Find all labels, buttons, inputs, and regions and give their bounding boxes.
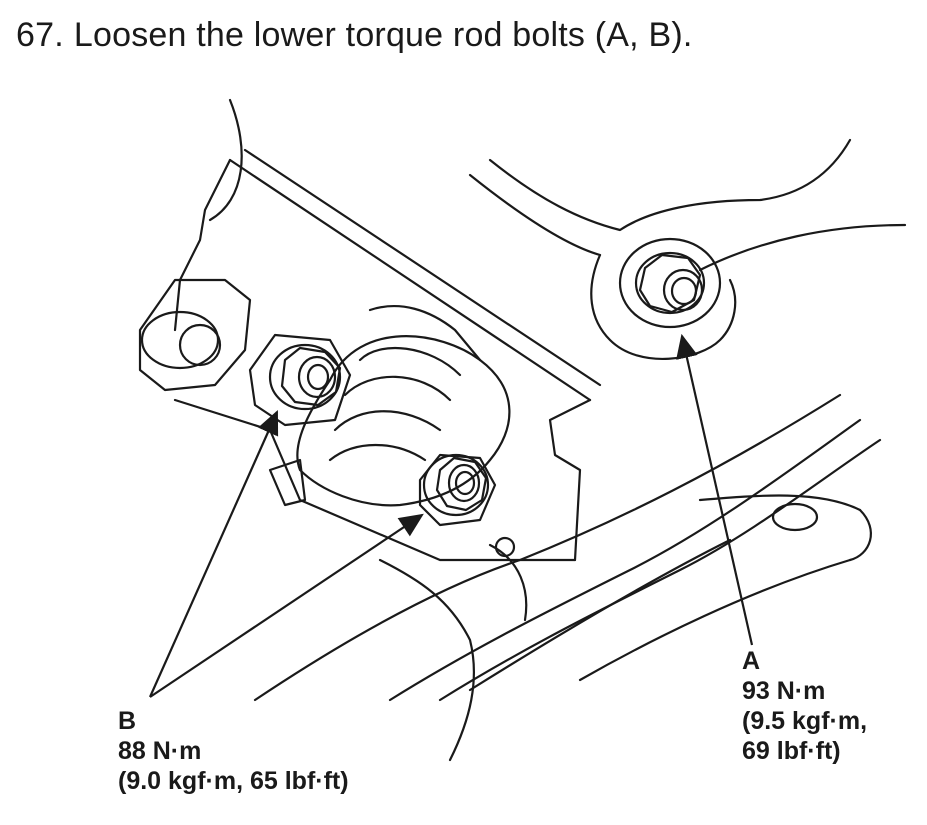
subframe-inner-edge <box>468 173 602 257</box>
callout-b-letter: B <box>118 707 137 735</box>
bracket-left-hole <box>140 310 220 370</box>
lower-arm-end <box>848 508 872 562</box>
callout-b-torque-nm: 88 N·m <box>118 737 202 765</box>
callout-a-torque-lbf: 69 lbf·ft) <box>742 737 841 765</box>
callout-a: A 93 N·m (9.5 kgf·m, 69 lbf·ft) <box>742 646 867 766</box>
torque-rod-rib-3 <box>333 410 442 432</box>
step-text: Loosen the lower torque rod bolts (A, B)… <box>73 16 693 54</box>
bolt-b-lower-head <box>447 463 481 503</box>
leader-b-upper <box>148 409 279 698</box>
callout-a-letter: A <box>742 647 761 675</box>
subframe-upper-edge <box>488 138 852 232</box>
bracket-top-rail <box>228 158 592 402</box>
torque-rod-rib-4 <box>328 444 427 462</box>
body-curve-upper-left <box>208 98 243 222</box>
lower-frame-line-1 <box>253 393 842 702</box>
frame-hole-small <box>494 536 516 558</box>
lower-arm-hole <box>771 502 819 532</box>
callout-a-torque-kgf: (9.5 kgf·m, <box>742 707 868 735</box>
bolt-a-head <box>662 268 704 312</box>
bolt-b-upper-hex <box>280 346 342 407</box>
bolt-a-outer <box>634 251 706 315</box>
bolt-a-center <box>670 276 698 306</box>
lower-frame-line-6 <box>488 543 528 622</box>
bracket-tab <box>268 458 307 507</box>
bolt-b-lower-center <box>454 470 476 496</box>
lower-arm-top-edge <box>698 494 862 512</box>
bolt-b-upper-washer <box>268 343 342 411</box>
leader-b-lower <box>149 513 424 698</box>
lower-arm-bottom-edge <box>578 558 852 682</box>
bracket-top-rail-inner <box>243 148 602 387</box>
bracket-right-wall <box>548 398 592 562</box>
bracket-left-wall <box>173 158 232 332</box>
bolt-b-lower-hex <box>435 456 488 512</box>
torque-rod-rib-1 <box>358 346 462 377</box>
leader-a <box>676 333 754 646</box>
subframe-right-edge <box>698 223 907 272</box>
lower-frame-line-3 <box>438 438 882 702</box>
callout-b: B 88 N·m (9.0 kgf·m, 65 lbf·ft) <box>118 706 349 796</box>
callout-a-torque-nm: 93 N·m <box>742 677 826 705</box>
torque-rod-body <box>296 335 511 507</box>
bolt-b-upper-center <box>306 363 330 391</box>
lower-frame-line-4 <box>468 538 732 692</box>
bracket-left-box <box>138 278 252 392</box>
step-heading: 67.Loosen the lower torque rod bolts (A,… <box>16 16 693 55</box>
bolt-b-upper-base <box>248 333 352 427</box>
subframe-mount-plate <box>590 253 737 360</box>
lower-frame-line-5 <box>378 558 476 762</box>
bolt-b-upper-head <box>297 355 337 399</box>
bracket-lower-edge <box>173 398 577 562</box>
callout-b-torque-alt: (9.0 kgf·m, 65 lbf·ft) <box>118 767 349 795</box>
step-number: 67. <box>16 16 64 54</box>
bolt-a-flange <box>618 237 722 329</box>
torque-rod-neck <box>368 305 482 362</box>
bolt-b-lower-washer <box>422 453 490 517</box>
torque-rod-rib-2 <box>343 375 452 402</box>
lower-frame-line-2 <box>388 418 862 702</box>
